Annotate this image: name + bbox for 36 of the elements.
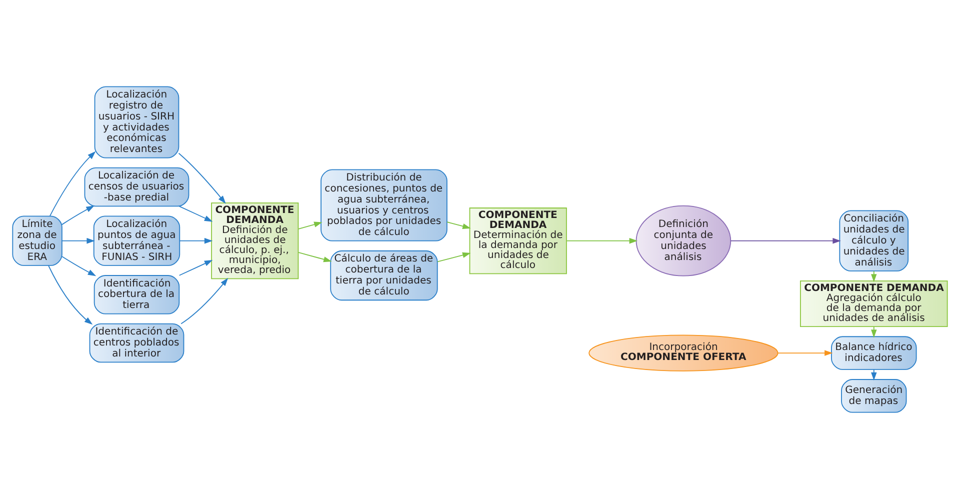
node-box: COMPONENTE DEMANDA Definición de unidades de cálculo, p. ej., municipio, vereda, predio [211, 202, 299, 279]
arrow [446, 221, 471, 228]
arrow [62, 237, 95, 244]
node-box: Distribución de concesiones, puntos de agua subterránea, usuarios y centros poblados por unidades de cálculo [320, 168, 448, 241]
arrow [180, 277, 228, 324]
node-box: Balance hídrico indicadores [831, 336, 917, 370]
arrow [298, 252, 332, 262]
arrow [437, 252, 471, 262]
arrow [49, 150, 96, 216]
node-box: Generación de mapas [841, 378, 907, 412]
arrow [871, 270, 877, 282]
arrow [178, 259, 213, 276]
arrow [62, 256, 96, 276]
node-box: Cálculo de áreas de cobertura de la tierra por unidades de cálculo [330, 250, 438, 300]
arrow [871, 368, 877, 380]
node-ellipse: Incorporación COMPONENTE OFERTA [588, 334, 778, 371]
arrow [179, 237, 213, 244]
node-box: Identificación cobertura de la tierra [94, 274, 180, 314]
arrow [48, 264, 93, 324]
node-box: COMPONENTE DEMANDA Agregación cálculo de la demanda por unidades de análisis [800, 280, 948, 327]
arrow [730, 237, 841, 244]
arrow [62, 205, 94, 225]
node-box: COMPONENTE DEMANDA Determinación de la demanda por unidades de cálculo [469, 207, 567, 274]
arrow [777, 350, 833, 356]
arrow [178, 152, 226, 204]
node-box: Límite zona de estudio ERA [12, 215, 62, 266]
arrow [178, 205, 213, 222]
arrow [298, 221, 322, 229]
node-ellipse: Definición conjunta de unidades análisis [636, 204, 732, 276]
node-box: Localización puntos de agua subterránea - FUNIAS - SIRH [93, 215, 180, 266]
arrow [871, 326, 877, 338]
node-box: Conciliación unidades de cálculo y unidades de análisis [839, 210, 909, 271]
node-box: Identificación de centros poblados al interior [89, 322, 184, 362]
node-box: Localización registro de usuarios - SIRH y actividades económicas relevantes [94, 86, 180, 158]
node-box: Localización de censos de usuarios -base predial [84, 166, 190, 206]
arrow [566, 237, 638, 244]
